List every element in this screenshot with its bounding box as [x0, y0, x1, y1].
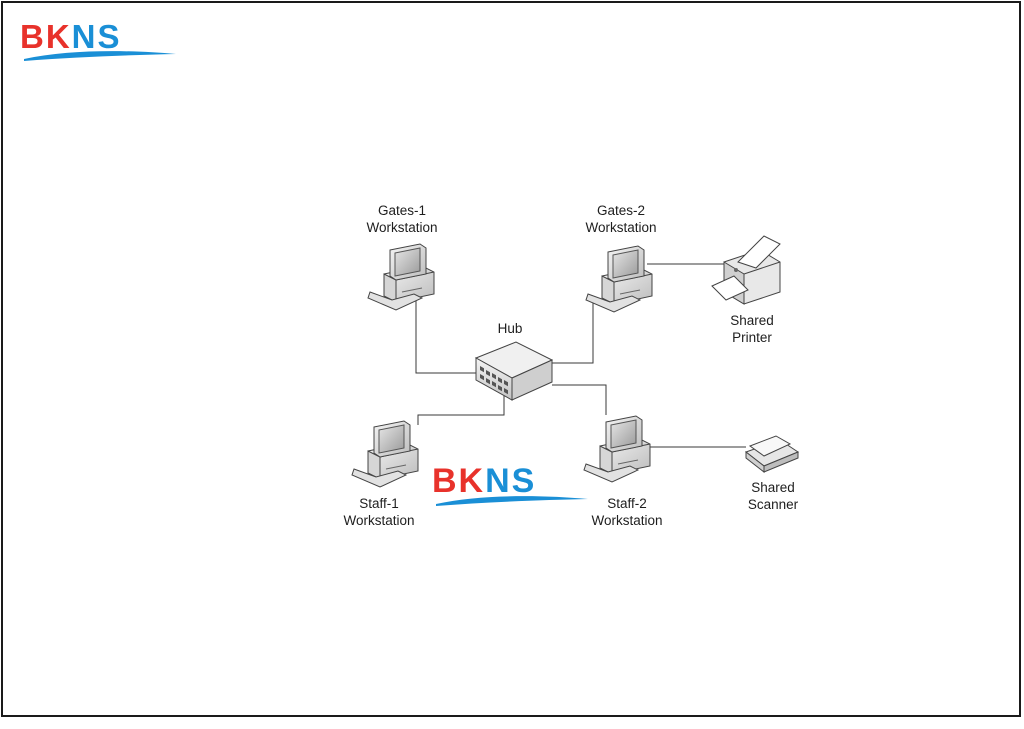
bkns-logo: BKNS: [20, 20, 180, 64]
printer-type: Printer: [732, 330, 772, 345]
logo-text-red: BK: [20, 18, 72, 55]
desktop-computer-icon: [351, 420, 419, 488]
scanner-name: Shared: [751, 480, 795, 495]
watermark-text-red: BK: [432, 462, 486, 500]
watermark-text-blue: NS: [485, 462, 537, 500]
printer-icon: [711, 235, 781, 305]
gates1-type: Workstation: [366, 220, 438, 235]
watermark-swoosh-icon: [436, 496, 588, 506]
staff2-label: Staff-2 Workstation: [577, 495, 677, 529]
network-hub-icon: [474, 341, 554, 401]
scanner-icon: [744, 435, 800, 474]
printer-name: Shared: [730, 313, 774, 328]
link-staff2-hub: [552, 384, 607, 415]
staff1-name: Staff-1: [359, 496, 399, 511]
hub-name: Hub: [497, 321, 523, 336]
bkns-watermark: BKNS: [432, 464, 592, 510]
desktop-computer-icon: [367, 243, 435, 311]
gates2-label: Gates-2 Workstation: [571, 202, 671, 236]
desktop-computer-icon: [585, 245, 653, 313]
staff2-name: Staff-2: [607, 496, 647, 511]
gates2-name: Gates-2: [596, 203, 646, 218]
scanner-label: Shared Scanner: [733, 479, 813, 513]
link-gates1-hub: [415, 297, 478, 374]
hub-label: Hub: [480, 320, 540, 337]
scanner-type: Scanner: [747, 497, 799, 512]
gates2-type: Workstation: [585, 220, 657, 235]
staff2-type: Workstation: [591, 513, 663, 528]
connection-lines: [415, 263, 746, 448]
logo-swoosh-icon: [24, 51, 176, 61]
link-gates2-hub: [543, 300, 594, 364]
gates1-label: Gates-1 Workstation: [352, 202, 452, 236]
gates1-name: Gates-1: [377, 203, 427, 218]
link-staff1-hub: [417, 393, 505, 425]
desktop-computer-icon: [583, 415, 651, 483]
printer-label: Shared Printer: [712, 312, 792, 346]
staff1-label: Staff-1 Workstation: [329, 495, 429, 529]
staff1-type: Workstation: [343, 513, 415, 528]
logo-text-blue: NS: [71, 18, 122, 55]
